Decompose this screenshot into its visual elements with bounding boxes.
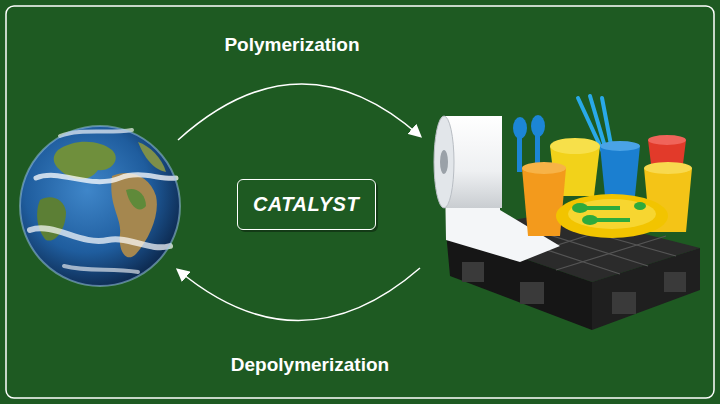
plastic-products-part-part — [556, 236, 666, 270]
earth-globe-part — [36, 175, 176, 182]
plastic-products-part — [600, 141, 640, 151]
plastic-products-part-part — [596, 218, 630, 222]
plastic-products-part — [550, 138, 600, 154]
frame — [6, 6, 714, 398]
plastic-products-part-part — [572, 203, 588, 213]
plastic-products-part — [522, 162, 566, 174]
earth-globe-part — [20, 126, 180, 286]
earth-globe-part — [20, 126, 180, 286]
plastic-products-part-part — [531, 115, 545, 137]
earth-globe — [20, 126, 180, 286]
plastic-products-part — [644, 162, 692, 174]
plastic-products-part — [556, 194, 668, 238]
plastic-products-part-part — [612, 292, 636, 314]
plastic-products-part-part — [586, 206, 620, 210]
plastic-products-part — [434, 116, 454, 208]
plastic-products-part-part — [517, 136, 522, 172]
cycle-arrows — [178, 84, 420, 321]
plastic-products-part-part — [520, 282, 544, 304]
earth-globe-part — [64, 266, 138, 272]
earth-globe-part — [54, 142, 116, 179]
cycle-arrows-part — [178, 84, 420, 140]
plastic-products-part-part — [664, 272, 686, 292]
plastic-products-part-part — [513, 117, 527, 139]
plastic-products-part — [462, 262, 686, 314]
plastic-products-part-part — [462, 262, 484, 282]
cycle-arrows-part — [178, 268, 420, 321]
plastic-products — [434, 96, 700, 330]
process-label: Depolymerization — [231, 354, 389, 376]
plastic-products-part — [648, 135, 686, 145]
catalyst-box: CATALYST — [237, 179, 376, 230]
node-label: CATALYST — [253, 193, 359, 216]
plastic-products-part — [568, 199, 656, 229]
earth-globe-part — [126, 189, 146, 210]
plastic-products-part — [592, 248, 700, 330]
plastic-products-part-part — [634, 202, 646, 210]
plastic-products-part — [522, 168, 566, 236]
plastic-products-part — [572, 202, 646, 225]
plastic-products-part — [440, 150, 448, 174]
plastic-products-part-part — [582, 215, 598, 225]
process-label: Polymerization — [224, 34, 359, 56]
earth-globe-part — [30, 228, 170, 247]
